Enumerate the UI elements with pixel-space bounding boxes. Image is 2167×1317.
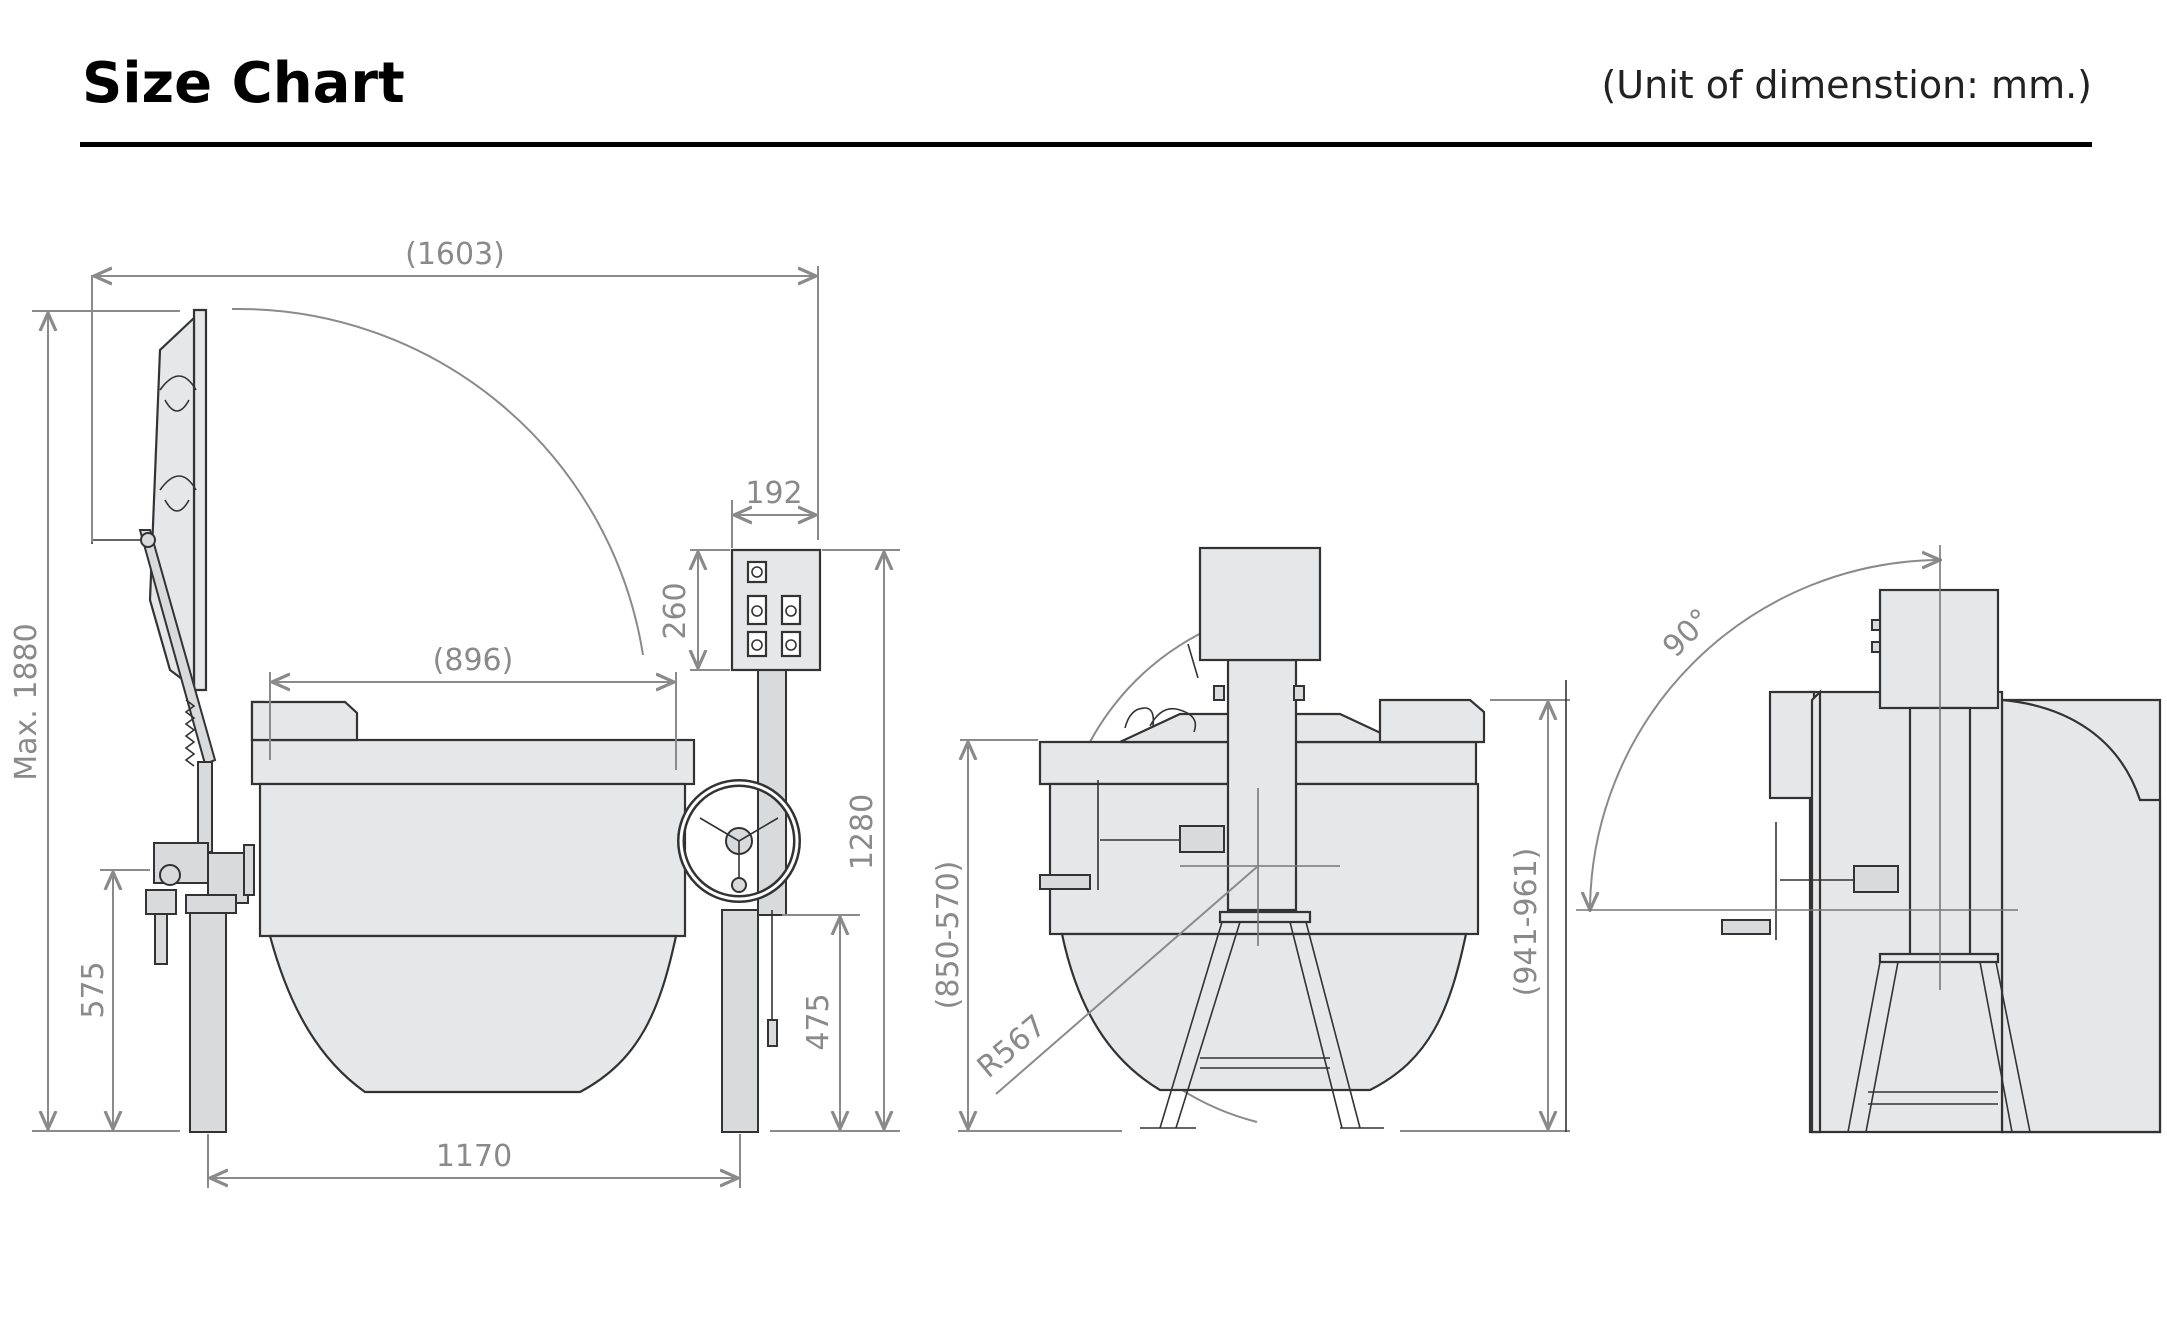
handwheel — [677, 779, 801, 903]
dim-rim-height: (941-961) — [1509, 848, 1544, 997]
dim-overall-width: (1603) — [405, 237, 505, 272]
lid-arm — [138, 529, 217, 766]
left-column — [197, 761, 213, 853]
dim-handle-height: 475 — [801, 993, 836, 1050]
front-stand — [1140, 910, 1384, 1129]
lid-spring — [184, 699, 196, 767]
left-gearbox — [145, 842, 255, 965]
front-control-box — [1198, 546, 1322, 662]
dim-tilt-angle: 90° — [1656, 602, 1718, 664]
page-title: Size Chart — [82, 51, 405, 116]
dim-leg-span: 1170 — [436, 1139, 512, 1174]
front-column — [1226, 658, 1298, 912]
control-box — [730, 548, 822, 672]
dim-control-box-width: 192 — [745, 476, 802, 511]
kettle-body-tilted — [1768, 588, 2162, 1134]
dim-pour-height: (850-570) — [931, 861, 966, 1010]
dim-control-box-height: 260 — [658, 582, 693, 639]
side-view: (1603) Max. 1880 192 260 (896) 1280 57 — [9, 237, 900, 1188]
power-plug — [767, 1019, 778, 1047]
right-support — [677, 548, 822, 1133]
unit-note: (Unit of dimenstion: mm.) — [1601, 63, 2092, 107]
dim-radius: R567 — [971, 1008, 1053, 1085]
header-rule — [80, 142, 2092, 147]
lid-swing-arc — [231, 307, 644, 656]
kettle-body-side — [250, 700, 696, 1094]
left-leg — [189, 909, 227, 1133]
dim-pan-width: (896) — [433, 643, 514, 678]
header: Size Chart (Unit of dimenstion: mm.) — [82, 56, 2092, 150]
tilt-arc — [1590, 560, 1940, 910]
side-dimensions: (1603) Max. 1880 192 260 (896) 1280 57 — [9, 237, 900, 1188]
dim-total-height: 1280 — [845, 794, 880, 870]
tilt-view: 90° — [1565, 545, 2162, 1134]
dim-axis-height: 575 — [76, 961, 111, 1018]
front-view: (850-570) R567 (941-961) — [931, 546, 1570, 1132]
dim-max-height: Max. 1880 — [9, 623, 44, 780]
